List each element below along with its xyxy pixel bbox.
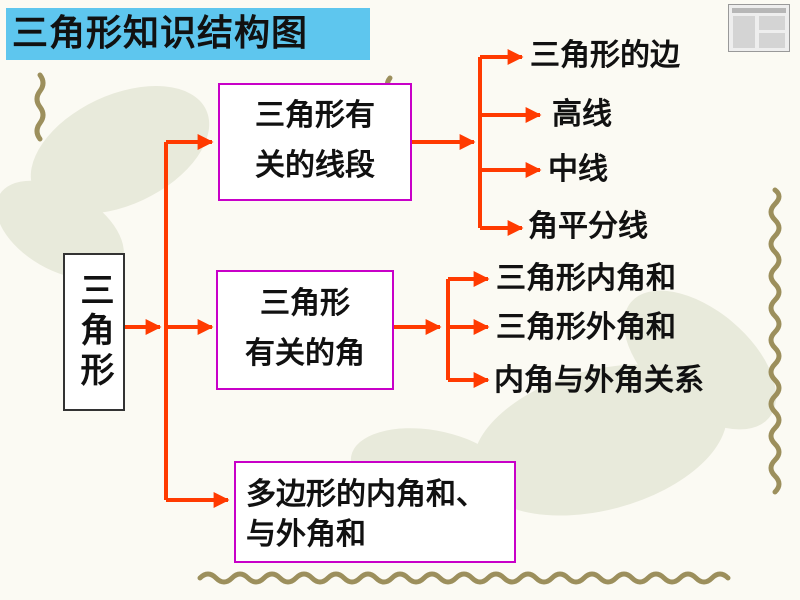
document-thumbnail-icon xyxy=(728,4,790,52)
leaf-triangle-sides: 三角形的边 xyxy=(530,38,680,73)
leaf-exterior-angle-sum: 三角形外角和 xyxy=(496,310,676,345)
branch-box-line: 关的线段 xyxy=(255,148,375,183)
branch-box-line: 三角形有 xyxy=(255,98,375,133)
leaf-median: 中线 xyxy=(548,152,608,187)
branch-box-line: 多边形的内角和、 xyxy=(246,477,486,512)
branch-box-polygon: 多边形的内角和、 与外角和 xyxy=(234,461,516,563)
branch-box-line: 有关的角 xyxy=(245,336,365,371)
branch-box-line: 三角形 xyxy=(260,286,350,321)
leaf-altitude: 高线 xyxy=(552,97,612,132)
leaf-interior-angle-sum: 三角形内角和 xyxy=(496,261,676,296)
page-title: 三角形知识结构图 xyxy=(6,8,370,60)
branch-box-segments: 三角形有 关的线段 xyxy=(218,83,412,201)
leaf-angle-bisector: 角平分线 xyxy=(528,209,648,244)
branch-box-angles: 三角形 有关的角 xyxy=(216,270,394,390)
root-node: 三角形 xyxy=(63,253,125,411)
branch-box-line: 与外角和 xyxy=(246,517,366,552)
leaf-interior-exterior-relation: 内角与外角关系 xyxy=(494,363,704,398)
